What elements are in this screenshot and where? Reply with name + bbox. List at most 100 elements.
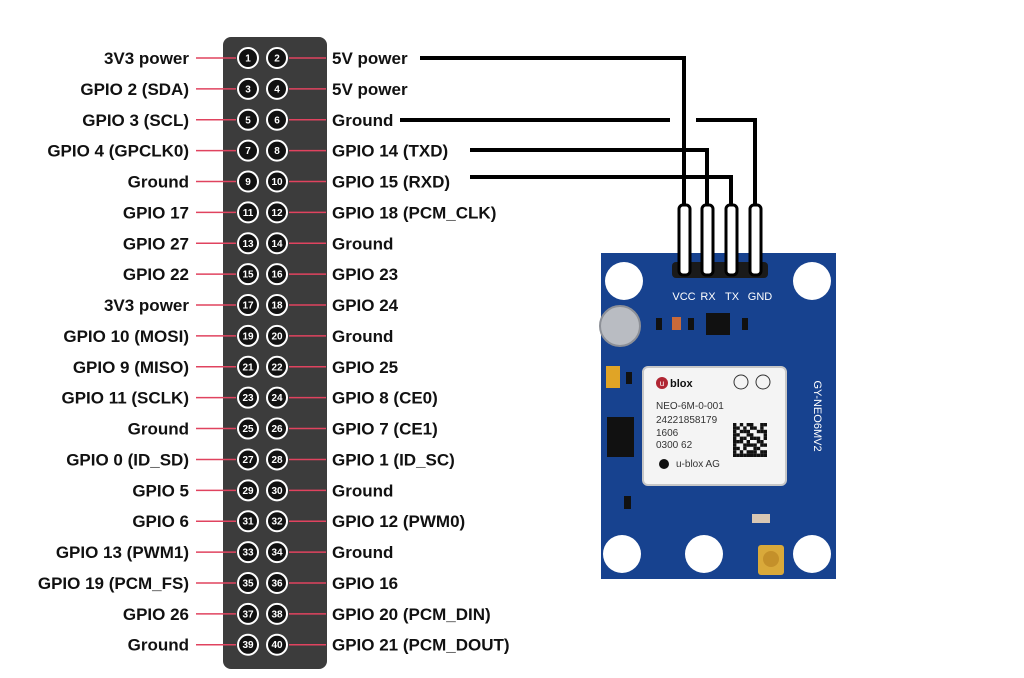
datamatrix-cell (746, 423, 750, 427)
datamatrix-cell (733, 426, 737, 430)
component-led (672, 317, 681, 330)
gpio-pin-number: 26 (271, 424, 283, 435)
gpio-pin (237, 602, 259, 625)
board-name: GY-NEO6MV2 (811, 380, 823, 451)
datamatrix-cell (756, 436, 761, 440)
gpio-label-right: GPIO 7 (CE1) (332, 420, 438, 439)
gpio-pin (237, 139, 259, 162)
ublox-logo-prefix: u (660, 379, 664, 388)
datamatrix-cell (756, 446, 761, 451)
chip-pin1-marker (659, 459, 669, 469)
gpio-label-left: GPIO 17 (123, 203, 189, 222)
gpio-pin-number: 33 (242, 548, 254, 559)
component-eeprom (607, 417, 634, 457)
datamatrix-cell (763, 433, 767, 437)
gpio-label-left: GPIO 3 (SCL) (82, 111, 189, 130)
antenna-connector-core (763, 551, 779, 567)
module-pin-gnd (748, 203, 763, 277)
ublox-logo-icon (656, 377, 668, 389)
mount-hole-top-right (793, 262, 831, 300)
gpio-pin (266, 633, 288, 656)
datamatrix-cell (756, 453, 761, 457)
gpio-label-right: GPIO 8 (CE0) (332, 389, 438, 408)
datamatrix-cell (753, 443, 757, 447)
gpio-pin-number: 24 (271, 393, 283, 404)
datamatrix-cell (733, 446, 737, 451)
gpio-pin-number: 25 (242, 424, 254, 435)
gpio-pin-number: 39 (242, 640, 254, 651)
component-capacitor (742, 318, 748, 330)
gpio-label-right: GPIO 14 (TXD) (332, 142, 448, 161)
datamatrix-cell (753, 446, 757, 451)
gpio-pin (237, 232, 259, 255)
datamatrix-cell (736, 440, 740, 444)
gpio-pin (266, 139, 288, 162)
chip-serial: 24221858179 (656, 415, 718, 426)
gpio-pin-number: 12 (271, 208, 283, 219)
gps-module: VCC RX TX GND u blox NEO-6M-0-001 242218… (599, 203, 836, 579)
wire-gnd-drop (696, 118, 757, 205)
gpio-pin (266, 479, 288, 502)
gpio-label-right: GPIO 12 (PWM0) (332, 512, 465, 531)
gpio-label-right: Ground (332, 543, 393, 562)
gpio-label-right: GPIO 20 (PCM_DIN) (332, 605, 491, 624)
gpio-pin-number: 38 (271, 609, 283, 620)
gpio-pin-number: 11 (243, 208, 254, 219)
datamatrix-cell (743, 443, 747, 447)
gpio-label-left: GPIO 13 (PWM1) (56, 543, 189, 562)
module-pin-label-tx: TX (725, 291, 740, 303)
datamatrix-cell (750, 453, 754, 457)
gpio-label-left: GPIO 27 (123, 234, 189, 253)
gpio-pin-number: 6 (274, 115, 280, 126)
gpio-pin-number: 36 (271, 578, 283, 589)
gpio-pin (266, 541, 288, 564)
pb-free-icon (733, 374, 749, 390)
datamatrix-cell (756, 440, 761, 444)
datamatrix-cell (753, 450, 757, 454)
gpio-label-right: GPIO 16 (332, 574, 398, 593)
gpio-pin-number: 21 (242, 362, 254, 373)
datamatrix-cell (743, 453, 747, 457)
gpio-pin (266, 510, 288, 533)
datamatrix-cell (763, 443, 767, 447)
datamatrix-cell (746, 443, 750, 447)
datamatrix-cell (763, 429, 767, 434)
module-pin-tx (724, 203, 739, 277)
gpio-pin-number: 4 (274, 84, 280, 95)
datamatrix-cell (736, 433, 740, 437)
gpio-pin-number: 10 (271, 177, 283, 188)
mount-hole-bottom-left (603, 535, 641, 573)
datamatrix-cell (739, 440, 744, 444)
gpio-label-right: Ground (332, 327, 393, 346)
module-pin-socket (672, 262, 768, 278)
gpio-pin (237, 108, 259, 131)
gpio-label-left: GPIO 11 (SCLK) (61, 389, 189, 408)
gpio-pin-number: 37 (242, 609, 254, 620)
component-resistor (656, 318, 662, 330)
mount-hole-bottom-right (793, 535, 831, 573)
gpio-pin (266, 201, 288, 224)
datamatrix-cell (763, 453, 767, 457)
component-capacitor-yellow (606, 366, 620, 388)
gpio-label-right: GPIO 23 (332, 265, 398, 284)
gpio-pin (266, 324, 288, 347)
datamatrix-cell (760, 450, 764, 454)
gpio-pin (237, 47, 259, 69)
gpio-pin-number: 27 (242, 455, 254, 466)
datamatrix-cell (746, 433, 750, 437)
datamatrix-cell (743, 436, 747, 440)
wire-vcc-5v (420, 56, 686, 205)
datamatrix-cell (743, 429, 747, 434)
gpio-pin (266, 108, 288, 131)
datamatrix-cell (760, 426, 764, 430)
gpio-pin-number: 9 (245, 177, 251, 188)
gpio-pin (237, 386, 259, 409)
gpio-pin (266, 263, 288, 286)
datamatrix-cell (753, 436, 757, 440)
component-resistor (688, 318, 694, 330)
datamatrix-cell (733, 443, 737, 447)
datamatrix-cell (750, 443, 754, 447)
chip-copyright: u-blox AG (676, 459, 720, 470)
gpio-pin-number: 13 (242, 239, 254, 250)
